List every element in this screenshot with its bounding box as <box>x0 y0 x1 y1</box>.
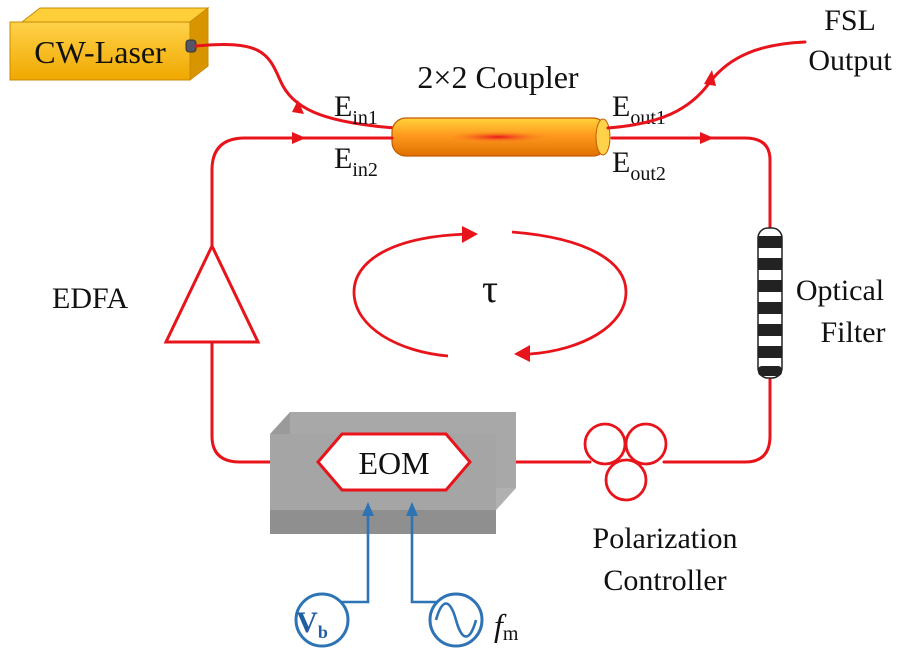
svg-text:Eout2: Eout2 <box>612 146 666 185</box>
fsl-label-line1: FSL <box>824 4 876 37</box>
triangle-amplifier-icon <box>163 242 261 344</box>
svg-text:Ein1: Ein1 <box>334 90 378 129</box>
arrow-head-icon <box>704 70 716 86</box>
arrow-head-icon <box>406 502 418 516</box>
e-in1-label: Ein1 <box>334 90 378 129</box>
ring-fiber-right-top <box>610 136 772 230</box>
arrow-head-icon <box>292 100 304 114</box>
rf-wire <box>410 512 456 604</box>
eom-label: EOM <box>358 445 429 481</box>
polarization-label-line1: Polarization <box>593 522 738 555</box>
e-in2-label: Ein2 <box>334 142 378 181</box>
arrow-head-icon <box>292 132 306 144</box>
eom-modulator <box>316 432 472 492</box>
e-out2-label: Eout2 <box>612 146 666 185</box>
sine-source-icon <box>428 592 484 648</box>
svg-text:Vb: Vb <box>296 606 328 642</box>
bias-wire <box>322 512 370 604</box>
tau-label: τ <box>482 266 498 311</box>
arrow-head-icon <box>700 132 714 144</box>
fm-sub-label: m <box>503 623 519 645</box>
svg-text:Ein2: Ein2 <box>334 142 378 181</box>
optical-filter-label-line2: Filter <box>821 316 886 349</box>
cw-laser: CW-Laser <box>9 6 210 82</box>
optical-filter-label-line1: Optical <box>796 274 884 307</box>
svg-text:fm: fm <box>494 607 519 645</box>
circulation-arrow-right <box>511 230 628 356</box>
polarization-label-line2: Controller <box>603 564 726 597</box>
arrow-head-icon <box>462 226 478 243</box>
fsl-label-line2: Output <box>808 44 892 77</box>
dc-voltage-source-icon: Vb <box>294 592 350 648</box>
ring-fiber-left-bottom <box>210 338 320 464</box>
arrow-head-icon <box>362 502 374 516</box>
circulation-arrow-left <box>352 232 471 358</box>
coupler-label: 2×2 Coupler <box>417 59 578 95</box>
vb-sub-label: b <box>318 622 328 642</box>
laser-label: CW-Laser <box>34 34 166 70</box>
coupler-2x2 <box>391 117 611 157</box>
arrow-head-icon <box>514 345 530 362</box>
ring-fiber-right-bottom <box>662 376 772 464</box>
laser-fiber <box>194 43 397 130</box>
vb-label: V <box>296 606 318 639</box>
fiber-loops-icon <box>583 422 668 502</box>
fiber-bragg-filter-icon <box>757 227 783 379</box>
edfa-label: EDFA <box>52 282 128 315</box>
ring-fiber-left-top <box>210 136 394 248</box>
